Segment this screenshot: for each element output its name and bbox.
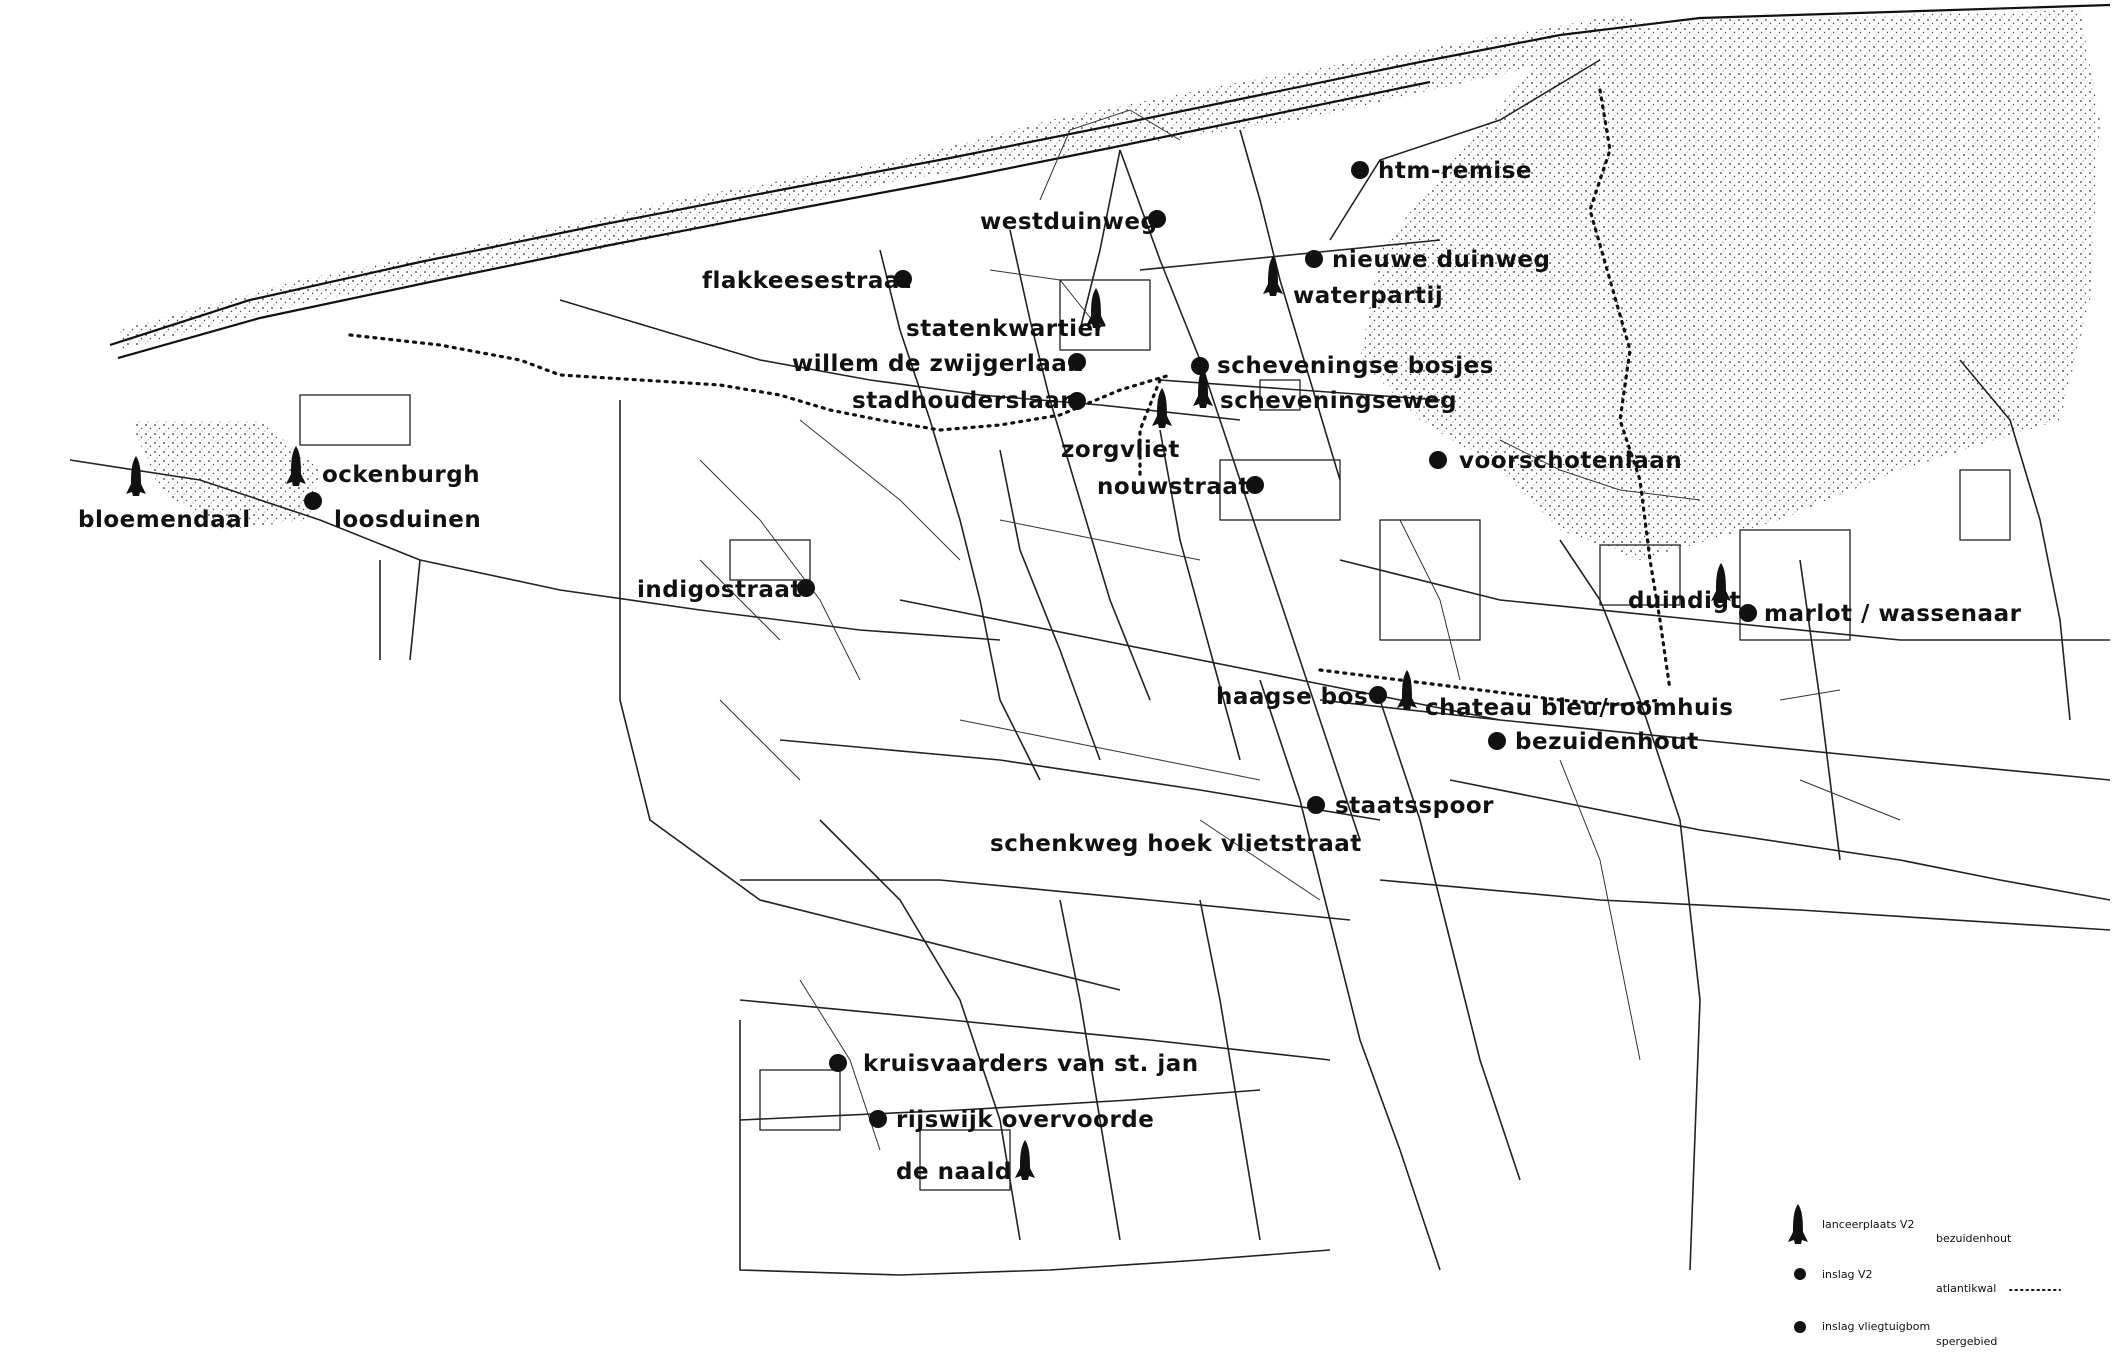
impact-marker[interactable] [1148,210,1166,228]
launch-rocket-icon[interactable] [1263,256,1283,296]
label-indigostraat: indigostraat [637,577,802,603]
label-loosduinen: loosduinen [334,507,481,533]
label-nieuwe-duinweg: nieuwe duinweg [1332,247,1551,273]
coastline [109,3,2111,360]
label-duindigt: duindigt [1628,588,1741,614]
label-willem-de-zwijgerlaan: willem de zwijgerlaan [792,351,1084,377]
map-legend: lanceerplaats V2 bezuidenhout inslag V2 … [1788,1204,2061,1348]
impact-marker[interactable] [1307,796,1325,814]
legend-launch-side: bezuidenhout [1936,1232,2012,1245]
impact-marker[interactable] [1351,161,1369,179]
label-chateau-bleu-roomhuis: chateau bleu/roomhuis [1425,695,1733,721]
label-waterpartij: waterpartij [1293,283,1443,309]
launch-rocket-icon[interactable] [1015,1140,1035,1180]
label-staatsspoor: staatsspoor [1335,793,1494,819]
impact-marker[interactable] [894,270,912,288]
legend-impact-flying-side: spergebied [1936,1335,1997,1348]
legend-impact-flying-dot [1794,1321,1806,1333]
legend-rocket-icon [1788,1204,1808,1244]
label-scheveningseweg: scheveningseweg [1220,388,1457,414]
impact-marker[interactable] [797,579,815,597]
legend-impact-v2-label: inslag V2 [1822,1268,1873,1281]
label-scheveningse-bosjes: scheveningse bosjes [1217,353,1494,379]
label-stadhouderslaan: stadhouderslaan [852,388,1077,414]
label-kruisvaarders-van-st-jan: kruisvaarders van st. jan [863,1051,1199,1077]
label-haagse-bos: haagse bos [1216,684,1368,710]
label-ockenburgh: ockenburgh [322,462,480,488]
impact-marker[interactable] [1068,353,1086,371]
legend-impact-v2-dot [1794,1268,1806,1280]
label-bezuidenhout: bezuidenhout [1515,729,1699,755]
impact-markers [304,161,1757,1128]
label-rijswijk-overvoorde: rijswijk overvoorde [896,1107,1154,1133]
label-de-naald: de naald [896,1159,1012,1185]
launch-rocket-icon[interactable] [126,456,146,496]
place-labels: htm-remise westduinweg nieuwe duinweg wa… [78,158,2022,1185]
impact-marker[interactable] [1488,732,1506,750]
street-network [69,59,2111,1276]
impact-marker[interactable] [1191,357,1209,375]
label-htm-remise: htm-remise [1378,158,1532,184]
label-westduinweg: westduinweg [980,209,1157,235]
impact-marker[interactable] [1429,451,1447,469]
impact-marker[interactable] [1305,250,1323,268]
label-schenkweg-hoek-vlietstraat: schenkweg hoek vlietstraat [990,831,1362,857]
legend-impact-v2-side: atlantikwal [1936,1282,1996,1295]
label-flakkeesestraat: flakkeesestraat [702,268,911,294]
impact-marker[interactable] [829,1054,847,1072]
launch-rocket-icon[interactable] [1397,670,1417,710]
legend-launch-label: lanceerplaats V2 [1822,1218,1914,1231]
impact-marker[interactable] [869,1110,887,1128]
atlantikwal-line [348,88,1672,707]
label-zorgvliet: zorgvliet [1061,437,1180,463]
label-bloemendaal: bloemendaal [78,507,251,533]
label-voorschotenlaan: voorschotenlaan [1459,448,1682,474]
building-blocks [299,279,2011,1191]
label-nouwstraat: nouwstraat [1097,474,1250,500]
impact-marker[interactable] [1739,604,1757,622]
impact-marker[interactable] [304,492,322,510]
impact-marker[interactable] [1246,476,1264,494]
impact-marker[interactable] [1369,686,1387,704]
legend-impact-flying-label: inslag vliegtuigbom [1822,1320,1930,1333]
impact-marker[interactable] [1068,392,1086,410]
label-marlot-wassenaar: marlot / wassenaar [1764,601,2022,627]
label-statenkwartier: statenkwartier [906,316,1106,342]
